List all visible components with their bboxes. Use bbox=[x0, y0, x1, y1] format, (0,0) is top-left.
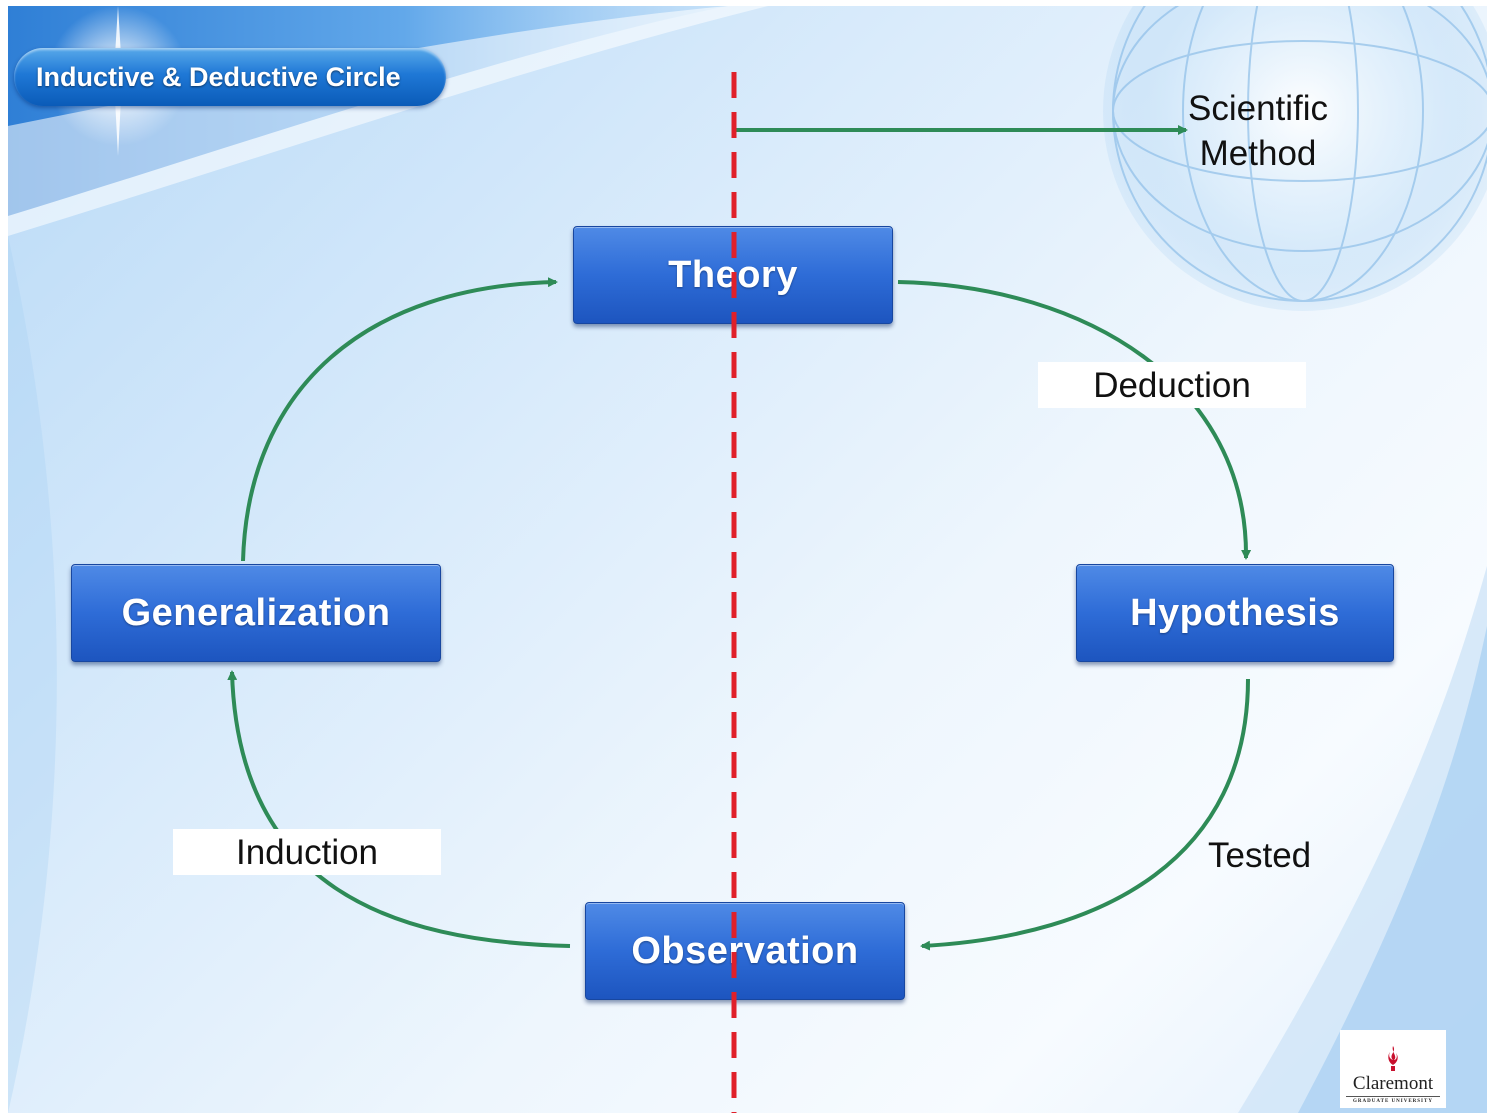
slide-title: Inductive & Deductive Circle bbox=[14, 48, 446, 106]
claremont-logo: Claremont GRADUATE UNIVERSITY bbox=[1340, 1030, 1446, 1108]
diagram-connectors bbox=[227, 125, 1252, 951]
slide: Inductive & Deductive Circle Theory Hypo… bbox=[8, 6, 1487, 1113]
node-hypothesis: Hypothesis bbox=[1076, 564, 1394, 662]
left-wave bbox=[8, 236, 57, 1113]
arrow-hypothesis-to-observation bbox=[920, 678, 1250, 951]
label-induction: Induction bbox=[173, 829, 441, 875]
node-observation: Observation bbox=[585, 902, 905, 1000]
flame-icon bbox=[1388, 1046, 1398, 1071]
lower-right-wave-dark bbox=[1298, 626, 1487, 1113]
arrow-observation-to-generalization bbox=[227, 670, 571, 948]
label-deduction: Deduction bbox=[1038, 362, 1306, 408]
label-scientific-method: Scientific Method bbox=[1188, 86, 1328, 176]
node-generalization: Generalization bbox=[71, 564, 441, 662]
logo-rule bbox=[1346, 1096, 1440, 1097]
arrow-generalization-to-theory bbox=[241, 277, 558, 562]
label-scientific-line2: Method bbox=[1199, 134, 1317, 173]
logo-subtitle: GRADUATE UNIVERSITY bbox=[1353, 1099, 1433, 1104]
node-theory: Theory bbox=[573, 226, 893, 324]
label-tested: Tested bbox=[1208, 836, 1312, 875]
label-induction-text: Induction bbox=[235, 832, 379, 872]
arrow-theory-to-hypothesis bbox=[897, 280, 1252, 560]
label-scientific-line1: Scientific bbox=[1188, 89, 1329, 128]
logo-name: Claremont bbox=[1352, 1073, 1434, 1094]
label-deduction-text: Deduction bbox=[1093, 365, 1251, 405]
